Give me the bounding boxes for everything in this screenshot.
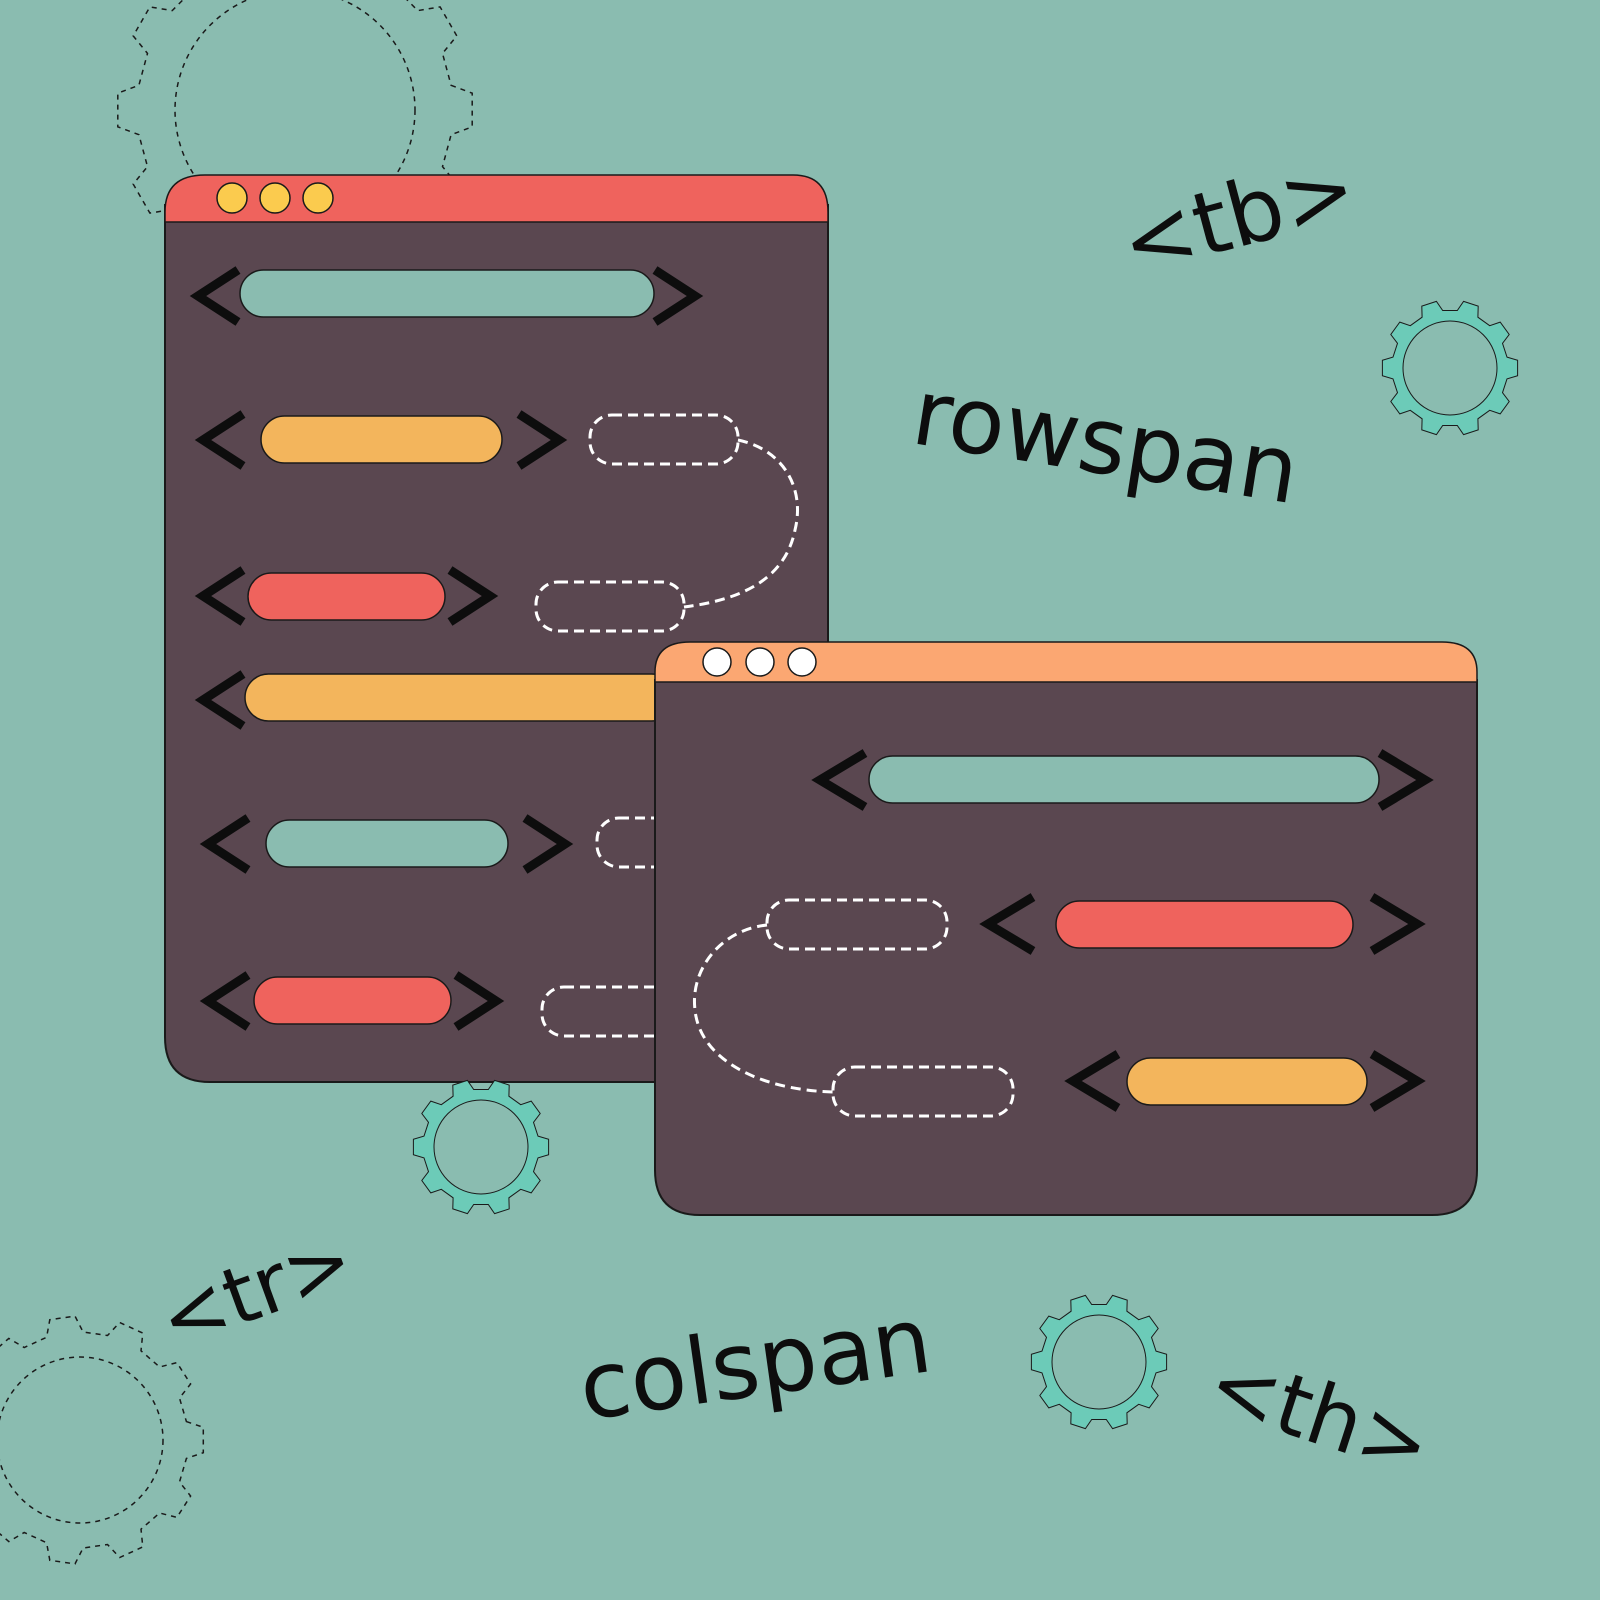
dashed-cell <box>765 898 949 951</box>
dashed-cell <box>540 985 692 1038</box>
code-window-front <box>654 641 1478 1216</box>
window-dot-icon <box>787 647 817 677</box>
dashed-cell <box>831 1065 1015 1118</box>
gear-icon <box>412 1079 550 1215</box>
window-dot-icon <box>216 182 248 214</box>
gear-outline-icon <box>0 1315 205 1565</box>
window-dot-icon <box>259 182 291 214</box>
bracket-open-icon <box>811 749 868 811</box>
code-bar-yellow <box>244 673 676 722</box>
code-bar-yellow <box>1126 1057 1368 1106</box>
bracket-close-icon <box>1377 749 1434 811</box>
bracket-open-icon <box>194 670 246 730</box>
window-dot-icon <box>302 182 334 214</box>
bracket-open-icon <box>189 266 241 326</box>
bracket-open-icon <box>194 566 246 626</box>
window-titlebar <box>164 174 829 223</box>
bracket-close-icon <box>1369 893 1426 955</box>
code-bar-teal <box>868 755 1380 804</box>
dashed-connector <box>683 438 800 609</box>
bracket-open-icon <box>979 893 1036 955</box>
bracket-open-icon <box>199 814 251 874</box>
gear-icon <box>1030 1294 1168 1430</box>
bracket-open-icon <box>199 971 251 1031</box>
code-bar-red <box>1055 900 1354 949</box>
bracket-close-icon <box>522 814 574 874</box>
window-dot-icon <box>702 647 732 677</box>
gear-icon <box>1381 300 1519 436</box>
dashed-cell <box>534 580 686 633</box>
code-bar-teal <box>265 819 509 868</box>
bracket-close-icon <box>447 566 499 626</box>
bracket-open-icon <box>194 410 246 470</box>
code-bar-red <box>247 572 446 621</box>
bracket-close-icon <box>652 266 704 326</box>
window-titlebar <box>654 641 1478 683</box>
window-dot-icon <box>745 647 775 677</box>
bracket-close-icon <box>516 410 568 470</box>
bracket-close-icon <box>453 971 505 1031</box>
dashed-cell <box>588 413 740 466</box>
bracket-open-icon <box>1064 1050 1121 1112</box>
bracket-close-icon <box>1369 1050 1426 1112</box>
code-bar-red <box>253 976 452 1025</box>
code-bar-yellow <box>260 415 503 464</box>
code-bar-teal <box>239 269 655 318</box>
